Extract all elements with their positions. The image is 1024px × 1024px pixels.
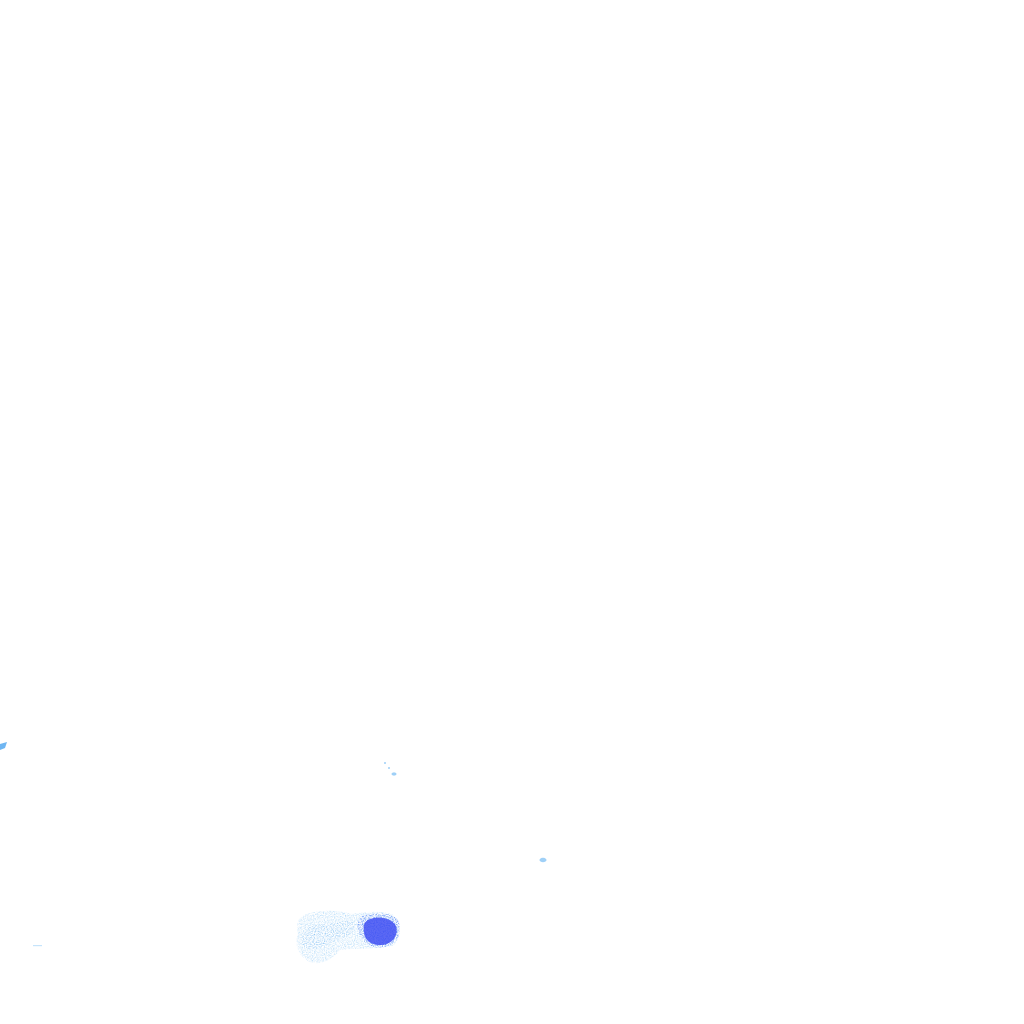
echo-heavy-core [357,913,400,948]
echo-left-edge [0,742,7,750]
echo-speck-center [384,762,397,776]
echo-speck-right [539,857,547,863]
echo-speck-left-low [33,945,42,947]
